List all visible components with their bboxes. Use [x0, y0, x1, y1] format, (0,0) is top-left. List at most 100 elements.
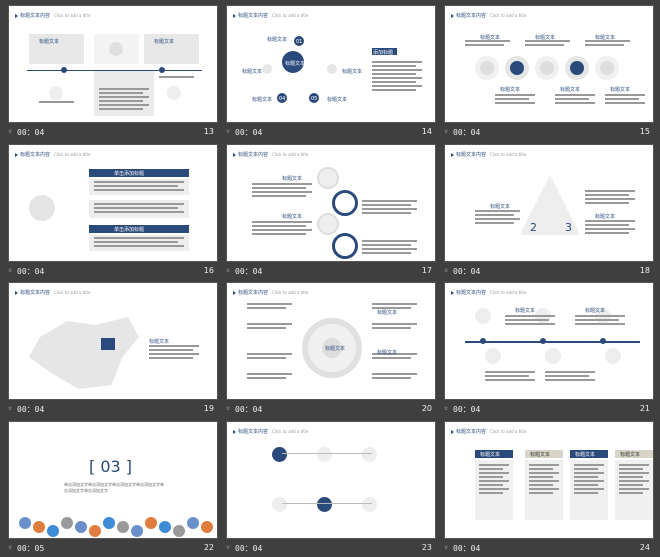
heading-label: 标题文本 — [282, 214, 303, 220]
body-text-line — [585, 198, 635, 200]
body-text-line — [495, 94, 535, 96]
heading-label: 标题文本 — [149, 339, 170, 345]
body-text-line — [252, 183, 312, 185]
body-text-line — [99, 108, 143, 110]
slide-number: 17 — [421, 266, 432, 275]
body-text-line — [372, 81, 416, 83]
heading-label: 单击添加标题 — [114, 227, 145, 233]
title-arrow-icon — [15, 13, 18, 18]
circle-shape — [322, 338, 342, 358]
body-text-line — [99, 100, 143, 102]
slide-header-subtitle: Click to add a title — [272, 429, 309, 434]
body-text-line — [619, 492, 643, 494]
body-text-line — [479, 488, 509, 490]
star-icon: ☆ — [8, 543, 13, 551]
slide-timing: 00：04 — [17, 128, 45, 137]
body-text-line — [159, 76, 194, 78]
circle-shape — [109, 42, 123, 56]
star-icon: ☆ — [226, 404, 231, 412]
heading-label: 05 — [311, 96, 318, 102]
body-text-line — [479, 480, 509, 482]
body-text-line — [372, 61, 422, 63]
body-text-line — [372, 323, 417, 325]
circle-shape — [159, 67, 165, 73]
body-text-line — [475, 214, 514, 216]
body-text-line — [529, 484, 553, 486]
body-text-line — [99, 88, 149, 90]
body-text-line — [605, 102, 645, 104]
circle-shape — [540, 338, 546, 344]
circle-shape — [262, 64, 272, 74]
body-text-line — [247, 327, 286, 329]
body-text-line — [479, 492, 503, 494]
slide-header-title: 标题文本内容 — [20, 13, 51, 19]
title-arrow-icon — [451, 13, 454, 18]
timeline-line — [465, 341, 640, 343]
body-text-line — [574, 492, 598, 494]
circle-shape — [540, 61, 554, 75]
body-text-line — [574, 488, 604, 490]
body-text-line — [94, 189, 184, 191]
heading-label: 01 — [296, 39, 303, 45]
circle-shape — [47, 525, 59, 537]
body-text-line — [94, 185, 178, 187]
circle-shape — [317, 213, 339, 235]
heading-label: 标题文本 — [480, 452, 501, 458]
heading-label: 标题文本 — [585, 308, 606, 314]
slide-thumbnail-22[interactable]: [ 03 ]单击添加文字单击添加文字单击添加文字单击添加文字单击添加文字单击添加… — [8, 421, 218, 557]
slide-header-subtitle: Click to add a title — [272, 13, 309, 18]
slide-number: 13 — [203, 127, 214, 136]
body-text-line — [479, 476, 503, 478]
star-icon: ☆ — [8, 404, 13, 412]
body-text-line — [149, 349, 193, 351]
circle-shape — [145, 517, 157, 529]
heading-label: 2 — [530, 221, 537, 234]
body-text-line — [574, 476, 598, 478]
heading-label: 标题文本 — [154, 39, 175, 45]
title-arrow-icon — [233, 290, 236, 295]
body-text-line — [619, 480, 649, 482]
circle-shape — [33, 521, 45, 533]
body-text-line — [479, 468, 503, 470]
body-text-line — [94, 203, 184, 205]
body-text-line — [574, 468, 598, 470]
circle-shape — [61, 67, 67, 73]
body-text-line — [574, 484, 598, 486]
slide-preview[interactable]: [ 03 ]单击添加文字单击添加文字单击添加文字单击添加文字单击添加文字单击添加… — [8, 421, 218, 539]
body-text-line — [619, 488, 649, 490]
body-text-line — [555, 94, 595, 96]
slide-number: 19 — [203, 404, 214, 413]
box-shape — [475, 460, 513, 520]
heading-label: 标题文本 — [515, 308, 536, 314]
box-shape — [615, 460, 653, 520]
body-text-line — [555, 98, 589, 100]
heading-label: 标题文本 — [595, 35, 616, 41]
body-text-line — [247, 353, 292, 355]
body-text-line — [362, 240, 417, 242]
